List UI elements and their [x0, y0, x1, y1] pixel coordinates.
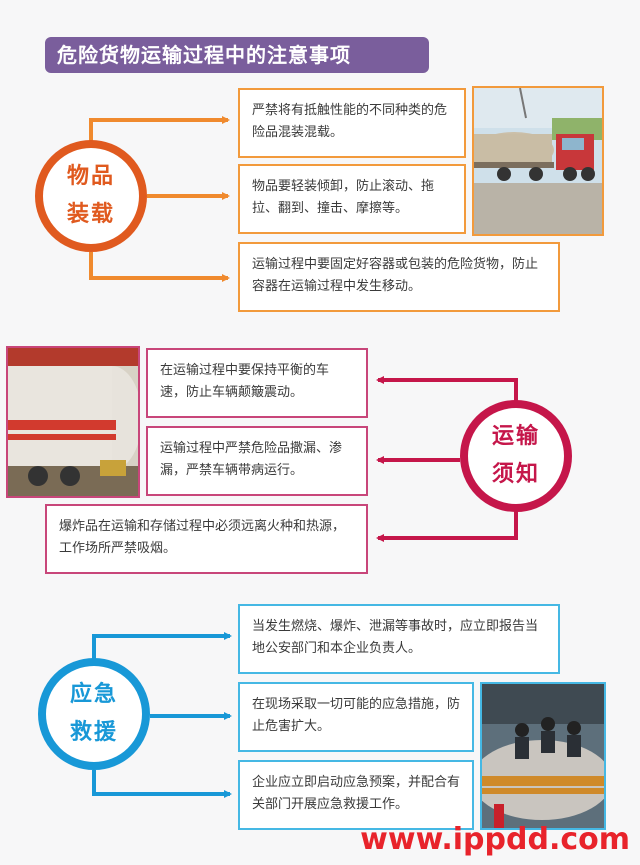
- section-heading-line2: 救援: [69, 720, 118, 745]
- page-title: 危险货物运输过程中的注意事项: [45, 37, 429, 73]
- loading-tip-2: 物品要轻装倾卸，防止滚动、拖拉、翻到、撞击、摩擦等。: [238, 164, 466, 234]
- section-heading-line1: 运输: [491, 424, 540, 449]
- section-heading-emergency: 应急 救援: [38, 658, 150, 770]
- section3-arrows: [92, 632, 232, 798]
- loading-tip-1: 严禁将有抵触性能的不同种类的危险品混装混载。: [238, 88, 466, 158]
- emergency-tip-1: 当发生燃烧、爆炸、泄漏等事故时，应立即报告当地公安部门和本企业负责人。: [238, 604, 560, 674]
- transport-tip-3: 爆炸品在运输和存储过程中必须远离火种和热源，工作场所严禁吸烟。: [45, 504, 368, 574]
- tanker-rear-photo: [6, 346, 140, 498]
- emergency-tip-3: 企业应立即启动应急预案，并配合有关部门开展应急救援工作。: [238, 760, 474, 830]
- section-heading-line1: 应急: [69, 682, 118, 707]
- transport-tip-2: 运输过程中严禁危险品撒漏、渗漏，严禁车辆带病运行。: [146, 426, 368, 496]
- emergency-tip-2: 在现场采取一切可能的应急措施，防止危害扩大。: [238, 682, 474, 752]
- section-heading-line1: 物品: [66, 164, 115, 189]
- transport-tip-1: 在运输过程中要保持平衡的车速，防止车辆颠簸震动。: [146, 348, 368, 418]
- section-heading-line2: 装载: [66, 202, 115, 227]
- section1-arrows: [89, 116, 230, 282]
- tanker-truck-photo: [472, 86, 604, 236]
- section2-arrows: [376, 376, 518, 542]
- watermark-url: www.ippdd.com: [360, 822, 630, 857]
- section-heading-transport: 运输 须知: [460, 400, 572, 512]
- section-heading-loading: 物品 装载: [35, 140, 147, 252]
- rescue-team-photo: [480, 682, 606, 830]
- section-heading-line2: 须知: [491, 462, 540, 487]
- loading-tip-3: 运输过程中要固定好容器或包装的危险货物，防止容器在运输过程中发生移动。: [238, 242, 560, 312]
